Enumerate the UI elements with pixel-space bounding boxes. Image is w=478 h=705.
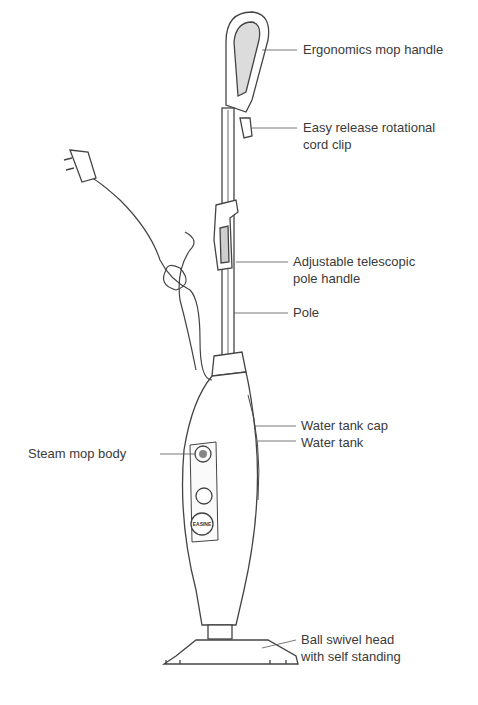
leader-line	[262, 640, 296, 648]
plug	[70, 150, 96, 182]
water-tank-edge	[248, 395, 259, 500]
power-cord	[92, 178, 212, 380]
leader-line	[262, 50, 297, 51]
head-grooves	[166, 660, 286, 664]
plug-pin	[66, 168, 74, 170]
cord-clip	[240, 118, 252, 138]
leader-line	[236, 262, 288, 263]
part-label: Pole	[293, 304, 413, 321]
part-label: Ergonomics mop handle	[303, 41, 478, 58]
power-button	[196, 488, 212, 504]
control-panel	[190, 442, 218, 542]
leader-line	[254, 426, 296, 427]
leader-line	[160, 454, 195, 455]
brand-logo: EASINE	[191, 521, 213, 527]
leader-line	[252, 128, 297, 129]
telescopic-lock	[214, 200, 238, 270]
swivel-joint	[208, 625, 232, 639]
part-label: Easy release rotational cord clip	[303, 119, 463, 153]
logo-badge	[191, 513, 213, 535]
cord-loop	[164, 265, 187, 290]
leader-lines	[160, 50, 297, 648]
cord-coil	[179, 232, 196, 370]
lock-lever	[220, 226, 229, 263]
mop-handle	[226, 12, 269, 112]
part-label: Ball swivel head with self standing	[301, 631, 419, 665]
steam-dial	[195, 446, 211, 462]
leader-line	[234, 313, 288, 314]
dial-knob	[199, 450, 207, 458]
part-label: Steam mop body	[28, 445, 158, 462]
mop-head	[164, 640, 298, 664]
leader-line	[258, 441, 296, 442]
handle-grip	[234, 22, 260, 96]
plug-pin	[64, 158, 72, 160]
part-label: Water tank cap	[301, 417, 461, 434]
steam-mop-body	[183, 372, 258, 625]
part-label: Water tank	[301, 434, 461, 451]
part-label: Adjustable telescopic pole handle	[293, 253, 443, 287]
